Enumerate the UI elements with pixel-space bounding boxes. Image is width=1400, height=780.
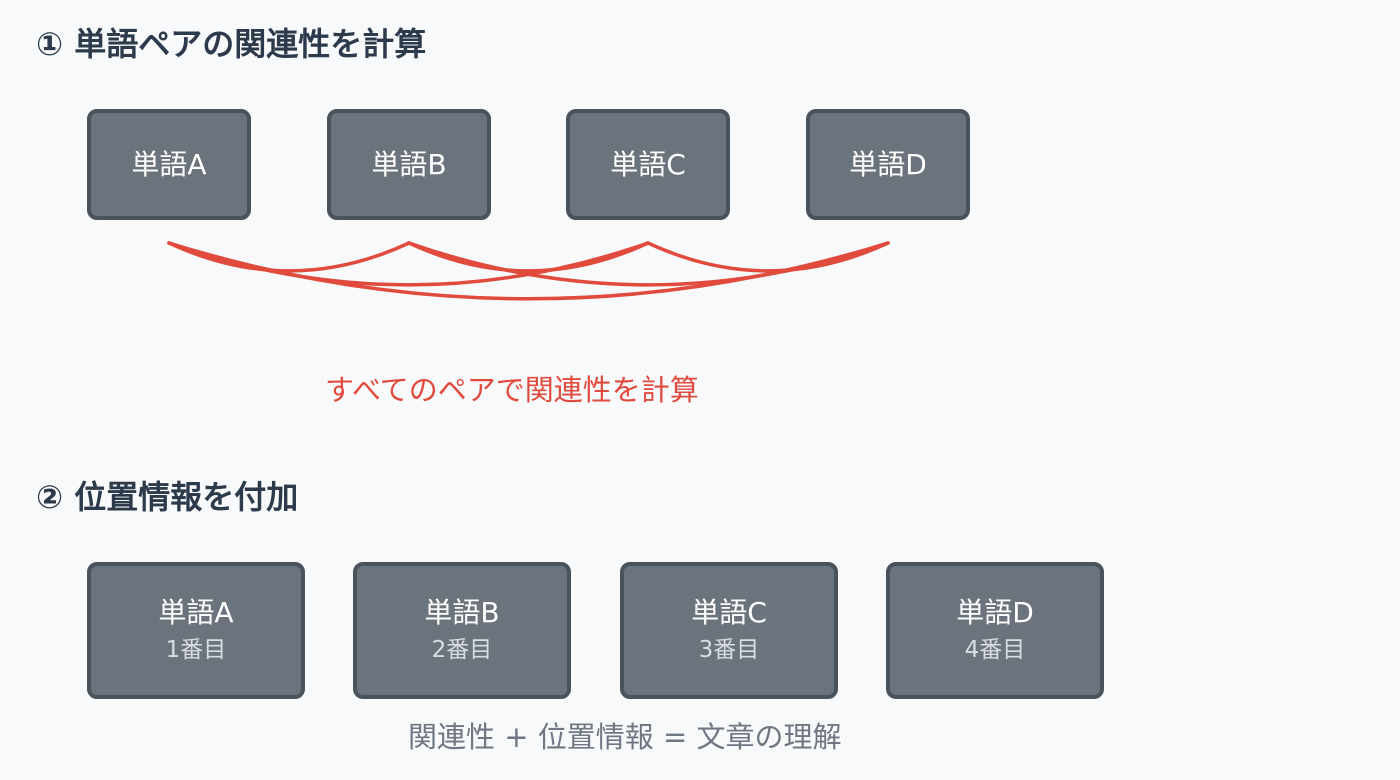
section2-title: ② 位置情報を付加 (36, 478, 299, 516)
word-box-a: 単語A (87, 109, 251, 220)
position-label: 4番目 (964, 637, 1026, 663)
word-box-d: 単語D (806, 109, 970, 220)
positioned-word-box-a: 単語A 1番目 (87, 562, 305, 699)
word-label: 単語B (424, 596, 500, 629)
arc-a-b (167, 241, 411, 273)
pair-relation-caption: すべてのペアで関連性を計算 (325, 373, 699, 407)
arc-c-d (646, 241, 890, 273)
position-label: 2番目 (431, 637, 493, 663)
word-label: 単語B (371, 147, 447, 181)
word-label: 単語C (691, 596, 767, 629)
positioned-word-box-d: 単語D 4番目 (886, 562, 1104, 699)
positioned-word-box-c: 単語C 3番目 (620, 562, 838, 699)
word-label: 単語A (158, 596, 234, 629)
position-label: 1番目 (165, 637, 227, 663)
positioned-word-box-b: 単語B 2番目 (353, 562, 571, 699)
pair-relation-arcs (167, 241, 890, 301)
word-label: 単語A (131, 147, 207, 181)
word-label: 単語D (849, 147, 927, 181)
position-label: 3番目 (698, 637, 760, 663)
understanding-equation-caption: 関連性 + 位置情報 = 文章の理解 (408, 720, 842, 754)
word-label: 単語D (956, 596, 1034, 629)
word-label: 単語C (610, 147, 686, 181)
section1-title: ① 単語ペアの関連性を計算 (36, 25, 427, 63)
arc-b-c (407, 241, 650, 273)
word-box-b: 単語B (327, 109, 491, 220)
arc-a-d (167, 241, 890, 301)
word-box-c: 単語C (566, 109, 730, 220)
